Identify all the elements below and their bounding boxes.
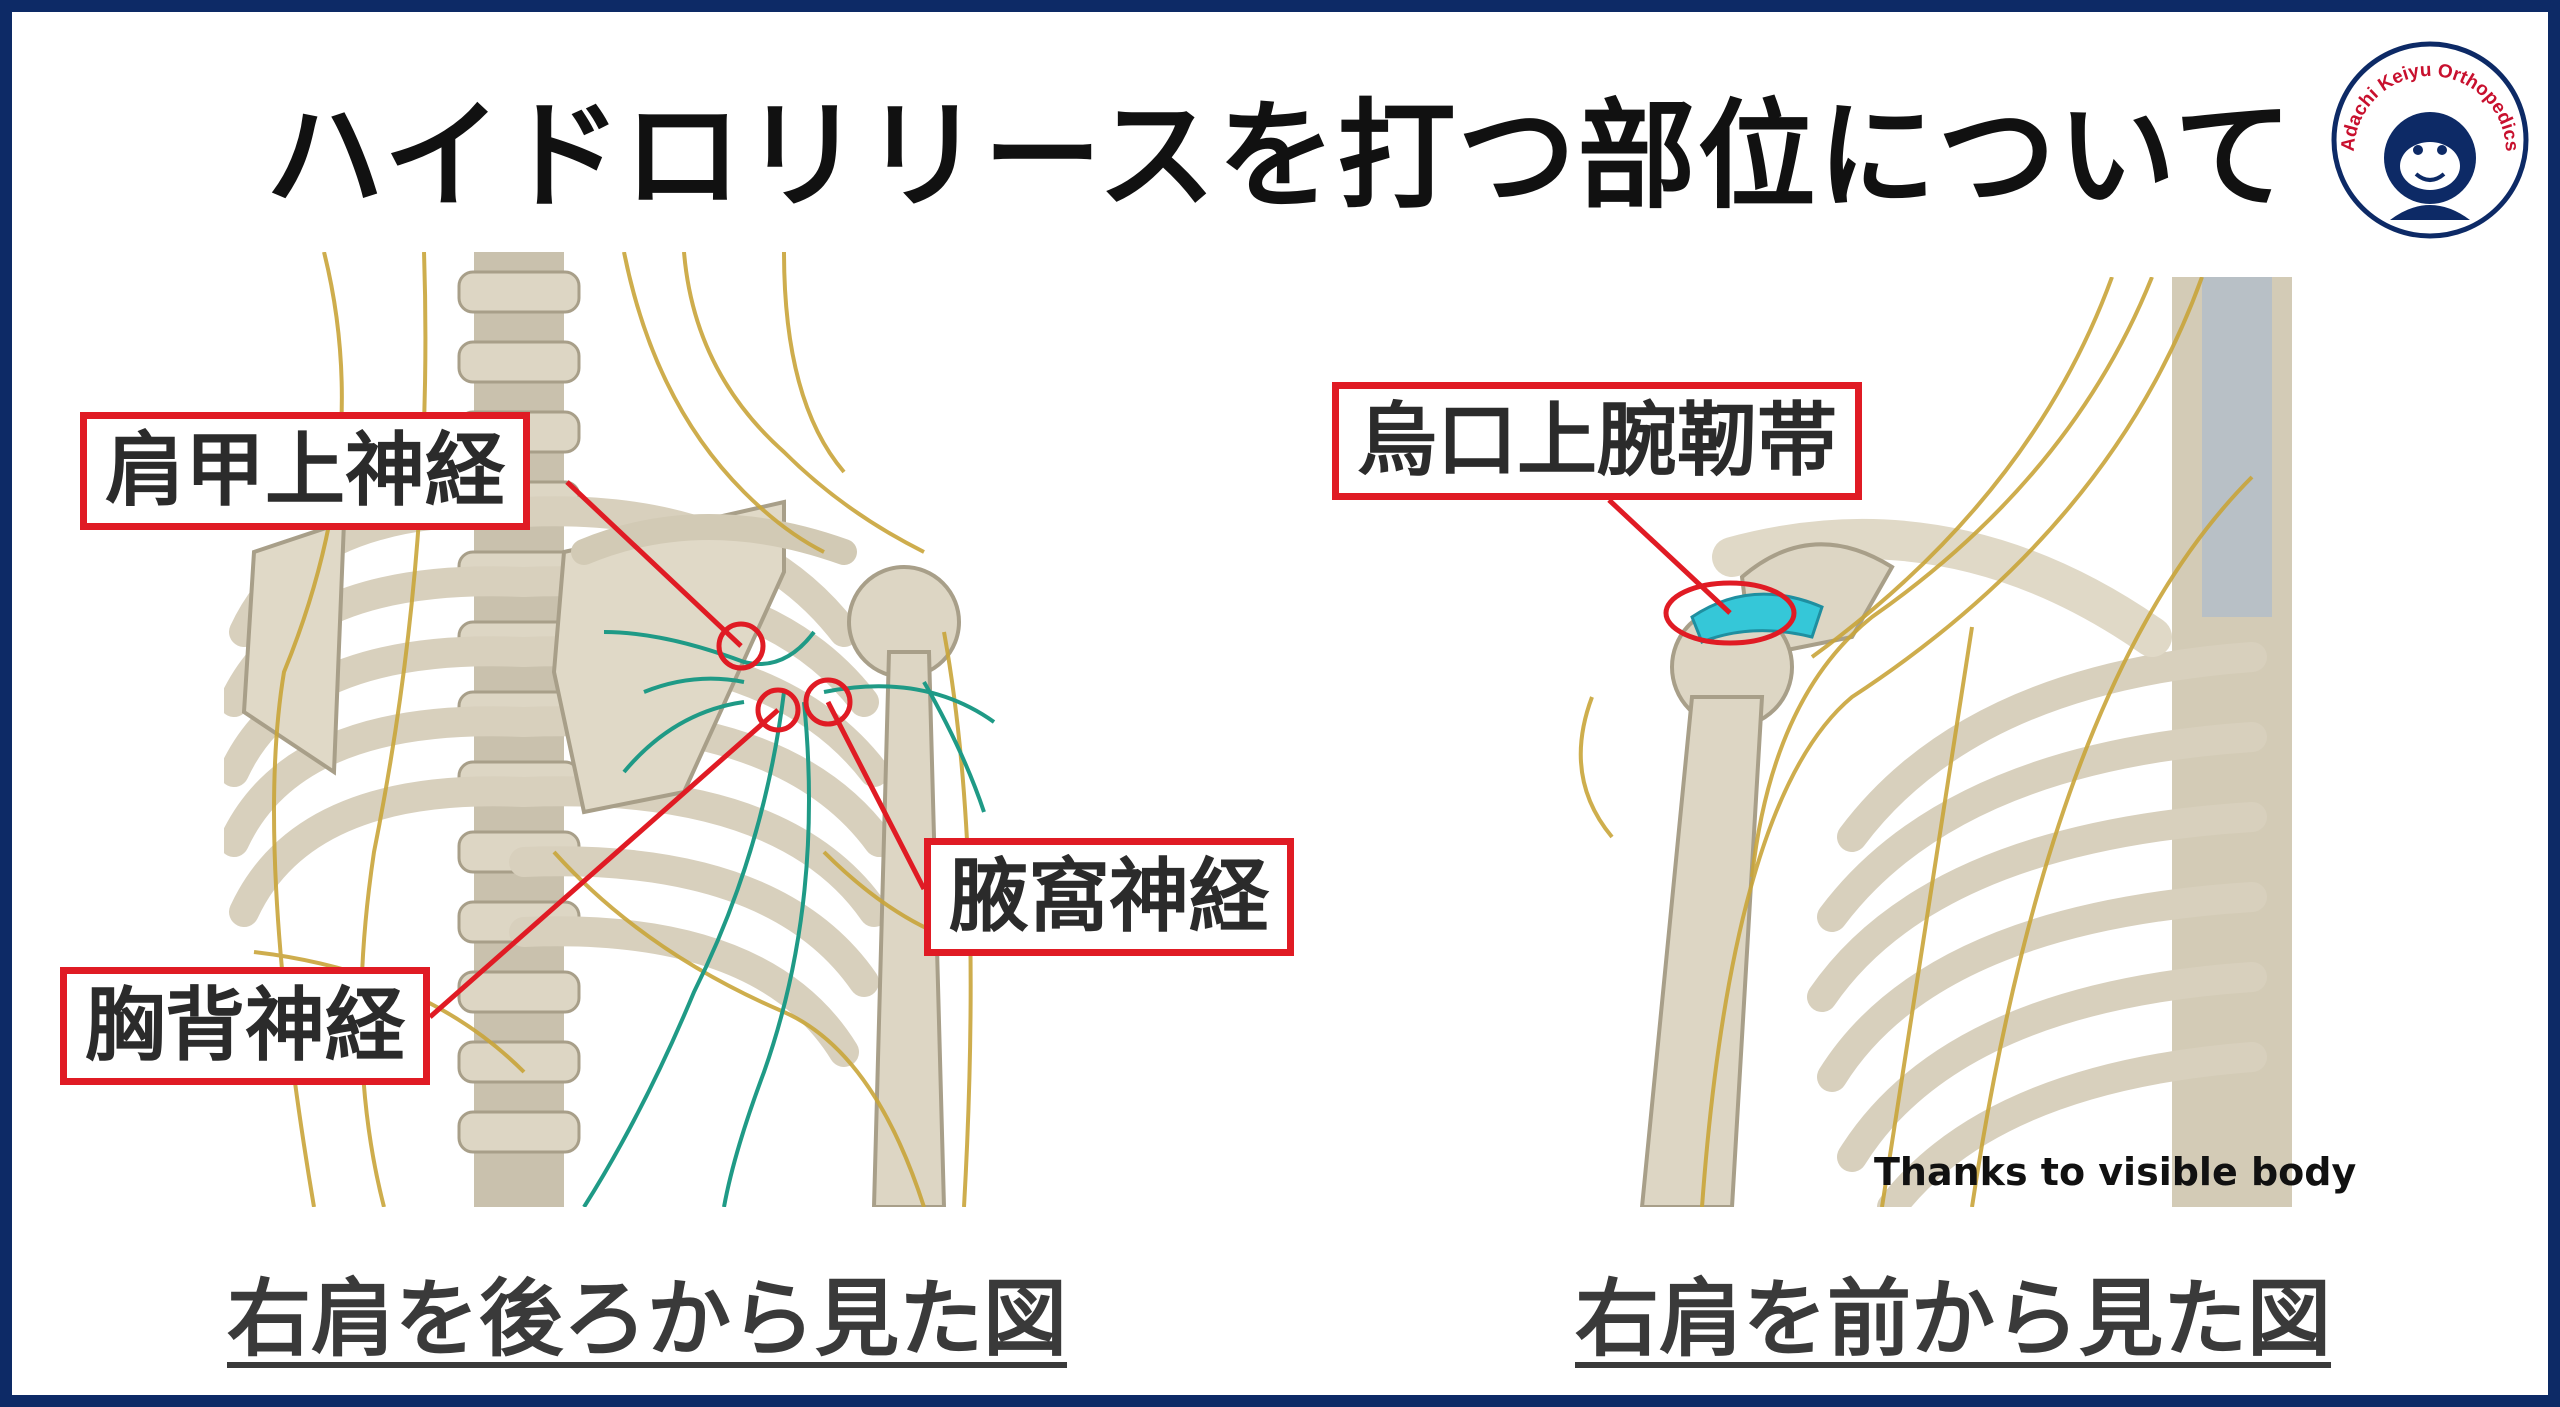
slide: ハイドロリリースを打つ部位について Adachi Keiyu Orthopedi… [12, 12, 2548, 1395]
label-thoracodorsal-nerve: 胸背神経 [60, 967, 430, 1085]
label-axillary-nerve: 腋窩神経 [924, 838, 1294, 956]
label-coracohumeral-ligament: 烏口上腕靭帯 [1332, 382, 1862, 500]
logo: Adachi Keiyu Orthopedics [2330, 40, 2530, 240]
page-title: ハイドロリリースを打つ部位について [265, 87, 2295, 225]
gorilla-mascot-icon: Adachi Keiyu Orthopedics [2331, 41, 2529, 239]
image-credit: Thanks to visible body [1874, 1150, 2357, 1194]
label-suprascapular-nerve: 肩甲上神経 [80, 412, 530, 530]
caption-anterior-view: 右肩を前から見た図 [1575, 1270, 2332, 1368]
caption-posterior-view: 右肩を後ろから見た図 [227, 1270, 1068, 1368]
